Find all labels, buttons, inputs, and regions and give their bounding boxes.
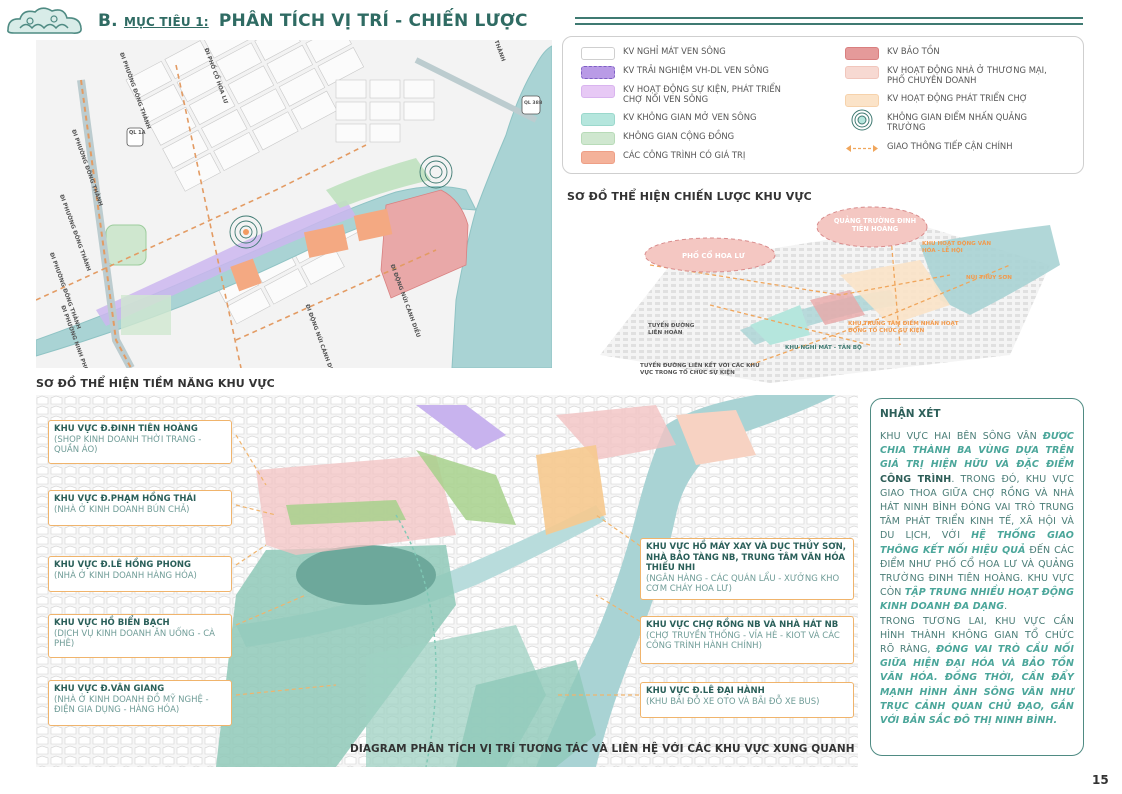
- legend-swatch: [581, 66, 615, 79]
- callout-pham-hong-thai: KHU VỰC Đ.PHẠM HỒNG THÁI (NHÀ Ở KINH DOA…: [48, 490, 232, 526]
- legend-item: KV TRẢI NGHIỆM VH-DL VEN SÔNG: [581, 65, 793, 79]
- legend-item: KHÔNG GIAN ĐIỂM NHẤN QUẢNG TRƯỜNG: [845, 109, 1057, 132]
- label-nui-thuy-son: NÚI THÚY SƠN: [966, 275, 1012, 281]
- legend-item: KV HOẠT ĐỘNG NHÀ Ở THƯƠNG MẠI, PHỐ CHUYÊ…: [845, 65, 1057, 85]
- page-header: B. MỤC TIÊU 1: PHÂN TÍCH VỊ TRÍ - CHIẾN …: [0, 0, 1122, 40]
- page-title: B. MỤC TIÊU 1: PHÂN TÍCH VỊ TRÍ - CHIẾN …: [98, 11, 528, 31]
- callout-ho-bien-bach: KHU VỰC HỒ BIỂN BẠCH (DỊCH VỤ KINH DOANH…: [48, 614, 232, 658]
- callout-van-giang: KHU VỰC Đ.VÂN GIANG (NHÀ Ở KINH DOANH ĐỒ…: [48, 680, 232, 726]
- legend-item: KV HOẠT ĐỘNG PHÁT TRIỂN CHỢ: [845, 93, 1057, 107]
- legend-item: KV HOẠT ĐỘNG SỰ KIỆN, PHÁT TRIỂN CHỢ NỔI…: [581, 84, 793, 104]
- cloud-logo-icon: [7, 7, 82, 34]
- page-number: 15: [1092, 773, 1109, 787]
- legend-swatch: [581, 85, 615, 98]
- legend-swatch: [845, 47, 879, 60]
- comment-panel: NHẬN XÉT KHU VỰC HAI BÊN SÔNG VÂN ĐƯỢC C…: [870, 398, 1084, 756]
- road-shield-ql1a: QL 1A: [129, 130, 146, 136]
- legend-item: KV NGHỈ MÁT VEN SÔNG: [581, 46, 793, 60]
- double-arrow-icon: [845, 142, 879, 155]
- potential-map-heading: SƠ ĐỒ THỂ HIỆN TIỀM NĂNG KHU VỰC: [36, 377, 275, 390]
- strategy-map: PHỐ CỔ HOA LƯ QUẢNG TRƯỜNG ĐINH TIÊN HOÀ…: [590, 205, 1060, 383]
- plaza-circle-icon: [845, 109, 879, 131]
- legend-swatch: [581, 132, 615, 145]
- legend-item: KV BẢO TỒN: [845, 46, 1057, 60]
- legend-swatch: [581, 47, 615, 60]
- callout-le-hong-phong: KHU VỰC Đ.LÊ HỒNG PHONG (NHÀ Ở KINH DOAN…: [48, 556, 232, 592]
- legend-swatch: [581, 113, 615, 126]
- callout-dinh-tien-hoang: KHU VỰC Đ.ĐINH TIÊN HOÀNG (SHOP KINH DOA…: [48, 420, 232, 464]
- legend-item: CÁC CÔNG TRÌNH CÓ GIÁ TRỊ: [581, 150, 793, 164]
- legend-item: KHÔNG GIAN CỘNG ĐỒNG: [581, 131, 793, 145]
- strategy-map-drawing: [600, 206, 1060, 383]
- legend-swatch: [845, 66, 879, 79]
- potential-map-drawing: [36, 40, 552, 368]
- legend-item: KV KHÔNG GIAN MỞ VEN SÔNG: [581, 112, 793, 126]
- label-tuyen-duong-lien-hoan: TUYẾN ĐƯỜNG LIÊN HOÀN: [648, 323, 695, 336]
- callout-ho-may-xay: KHU VỰC HỒ MÁY XAY VÀ DỤC THỦY SƠN, NHÀ …: [640, 538, 854, 600]
- road-shield-ql38b: QL 38B: [524, 101, 543, 106]
- legend-swatch: [581, 151, 615, 164]
- callout-cho-rong: KHU VỰC CHỢ RỒNG NB VÀ NHÀ HÁT NB (CHỢ T…: [640, 616, 854, 664]
- label-nghi-mat-tan-bo: KHU NGHỈ MÁT - TẢN BỘ: [785, 345, 862, 351]
- callout-le-dai-hanh: KHU VỰC Đ.LÊ ĐẠI HÀNH (KHU BÃI ĐỖ XE OTO…: [640, 682, 854, 718]
- bubble-quang-truong: QUẢNG TRƯỜNG ĐINH TIÊN HOÀNG: [833, 217, 917, 233]
- comment-body: KHU VỰC HAI BÊN SÔNG VÂN ĐƯỢC CHIA THÀNH…: [880, 431, 1074, 727]
- label-tuyen-lien-ket: TUYẾN ĐƯỜNG LIÊN KẾT VỚI CÁC KHU VỰC TRO…: [640, 363, 760, 376]
- diagram-caption: DIAGRAM PHÂN TÍCH VỊ TRÍ TƯƠNG TÁC VÀ LI…: [350, 743, 855, 755]
- header-line-top: [575, 17, 1083, 19]
- label-van-hoa-le-hoi: KHU HOẠT ĐỘNG VĂN HÓA - LỄ HỘI: [922, 241, 992, 254]
- legend-item: GIAO THÔNG TIẾP CẬN CHÍNH: [845, 141, 1057, 155]
- comment-title: NHẬN XÉT: [880, 408, 941, 420]
- strategy-map-heading: SƠ ĐỒ THỂ HIỆN CHIẾN LƯỢC KHU VỰC: [567, 190, 812, 203]
- potential-map: QL 1A QL 38B ĐI PHƯỜNG ĐÔNG THÀNH ĐI PHƯ…: [36, 40, 552, 368]
- label-trung-tam-su-kien: KHU TRUNG TÂM ĐIỂM NHẤN HOẠT ĐỘNG TỔ CHỨ…: [848, 321, 959, 334]
- map-legend: KV NGHỈ MÁT VEN SÔNG KV TRẢI NGHIỆM VH-D…: [562, 36, 1084, 174]
- header-line-bottom: [575, 23, 1083, 25]
- legend-swatch: [845, 94, 879, 107]
- bubble-pho-co-hoa-lu: PHỐ CỔ HOA LƯ: [682, 252, 745, 260]
